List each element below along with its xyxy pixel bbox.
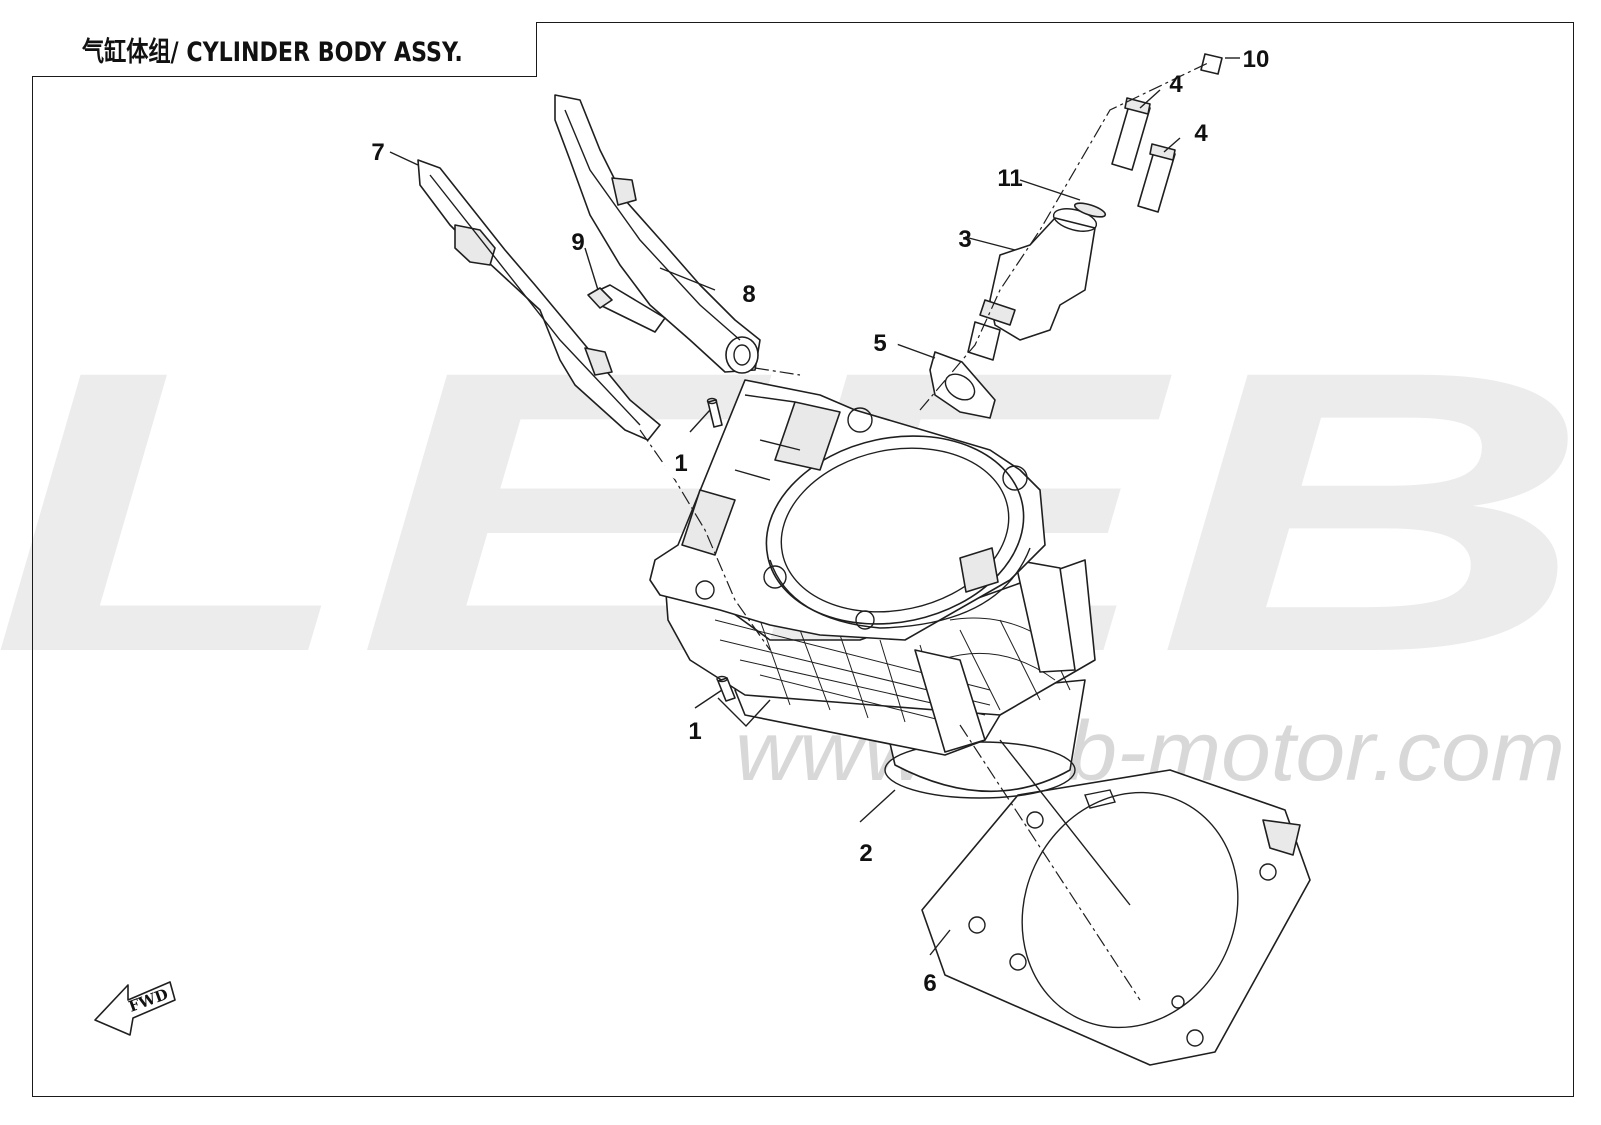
leader-lines bbox=[389, 57, 1240, 956]
title-box: 气缸体组/ CYLINDER BODY ASSY. bbox=[32, 22, 537, 77]
callout-5: 5 bbox=[862, 324, 898, 360]
plug-screw bbox=[1200, 53, 1223, 75]
callout-1a-label: 1 bbox=[674, 450, 687, 477]
head-gasket bbox=[921, 769, 1311, 1066]
dowel-pins bbox=[706, 397, 736, 702]
page-title: 气缸体组/ CYLINDER BODY ASSY. bbox=[82, 36, 463, 68]
tensioner-body bbox=[967, 208, 1098, 361]
chain-guide bbox=[417, 159, 661, 441]
callout-9-label: 9 bbox=[571, 229, 584, 256]
tensioner-bolts bbox=[1111, 97, 1176, 213]
callout-4b-label: 4 bbox=[1194, 120, 1208, 147]
alignment-lines bbox=[639, 61, 1211, 1001]
callout-3-label: 3 bbox=[958, 226, 971, 253]
callout-8-label: 8 bbox=[742, 281, 755, 308]
callout-6-label: 6 bbox=[923, 970, 936, 997]
callout-1a: 1 bbox=[664, 446, 698, 480]
callout-1b-label: 1 bbox=[688, 718, 701, 745]
callout-4a-label: 4 bbox=[1169, 71, 1183, 98]
callout-5-label: 5 bbox=[873, 330, 886, 357]
cylinder-body bbox=[649, 379, 1096, 799]
callout-10-label: 10 bbox=[1243, 46, 1270, 73]
tensioner-gasket bbox=[929, 351, 996, 419]
callout-11-label: 11 bbox=[997, 165, 1022, 192]
o-ring bbox=[1073, 202, 1107, 218]
callout-2-label: 2 bbox=[859, 840, 872, 867]
diagram-frame bbox=[32, 22, 1574, 1097]
tensioner-arm bbox=[554, 94, 761, 374]
callouts: 1 1 2 3 4 4 5 6 7 8 9 10 11 bbox=[371, 46, 1269, 997]
callout-7-label: 7 bbox=[371, 139, 384, 166]
pivot-bolt bbox=[587, 284, 666, 333]
